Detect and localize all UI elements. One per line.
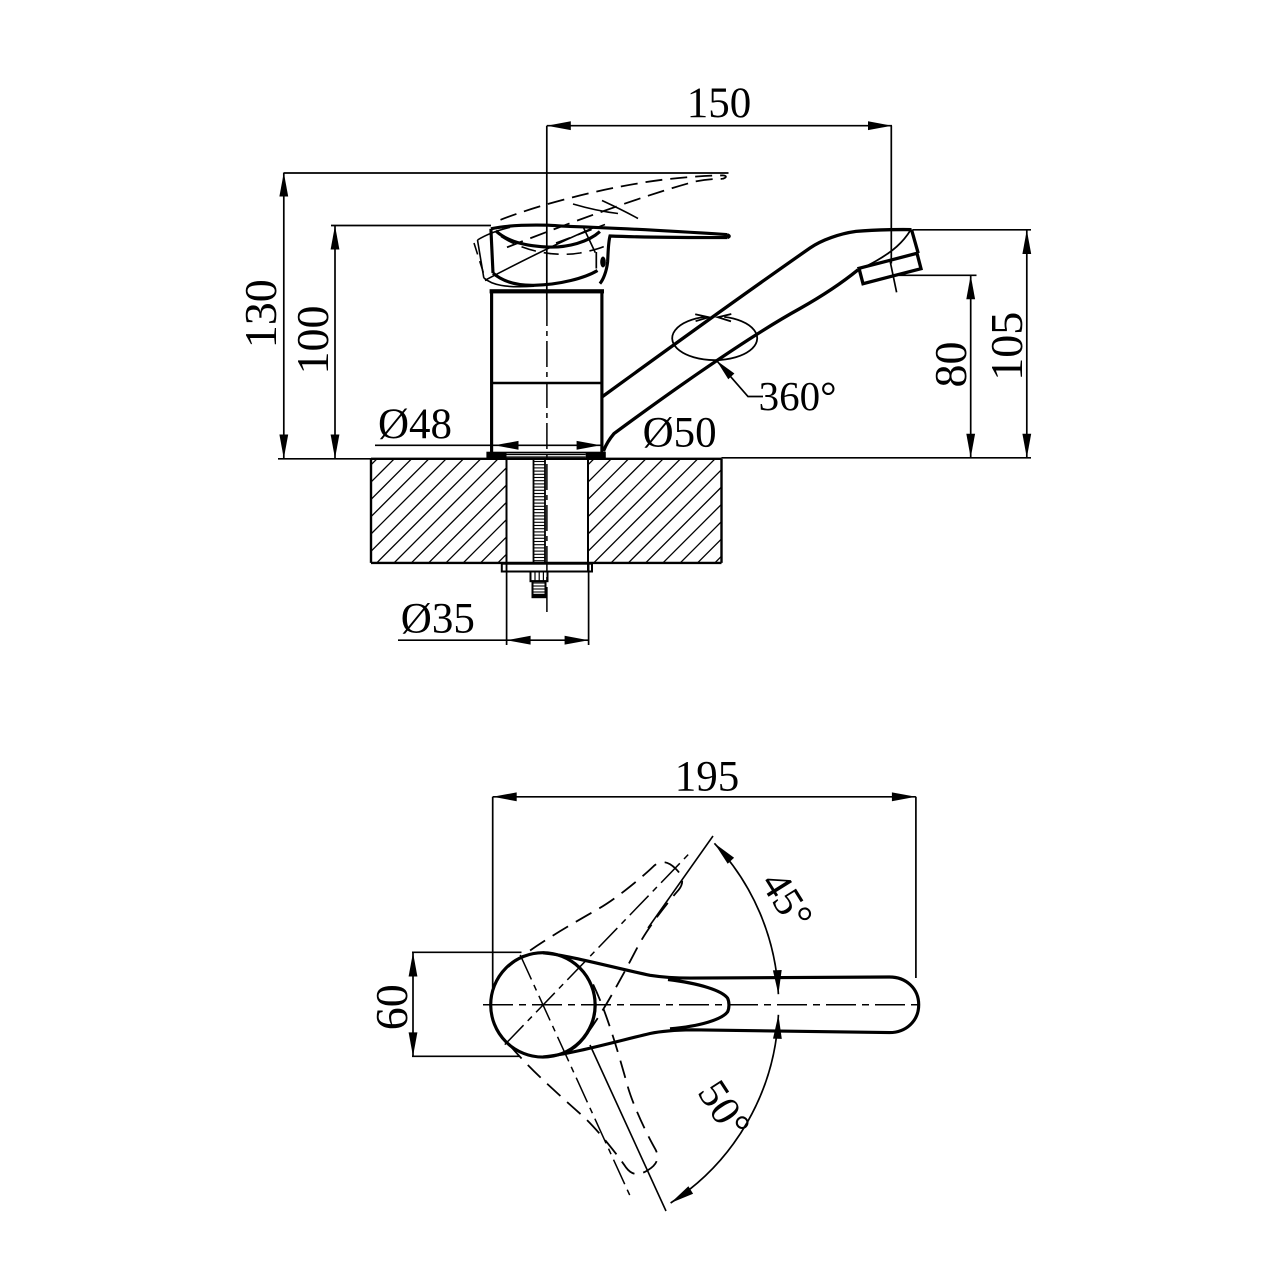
svg-text:Ø35: Ø35 [401,596,475,643]
svg-text:Ø48: Ø48 [378,401,452,448]
svg-text:60: 60 [366,984,417,1030]
svg-text:Ø50: Ø50 [643,410,717,457]
svg-text:150: 150 [687,80,752,127]
svg-text:100: 100 [287,306,338,375]
svg-text:360°: 360° [759,373,837,419]
svg-text:80: 80 [925,342,976,388]
svg-text:105: 105 [981,312,1032,381]
svg-text:195: 195 [675,754,740,801]
svg-text:130: 130 [235,279,286,348]
